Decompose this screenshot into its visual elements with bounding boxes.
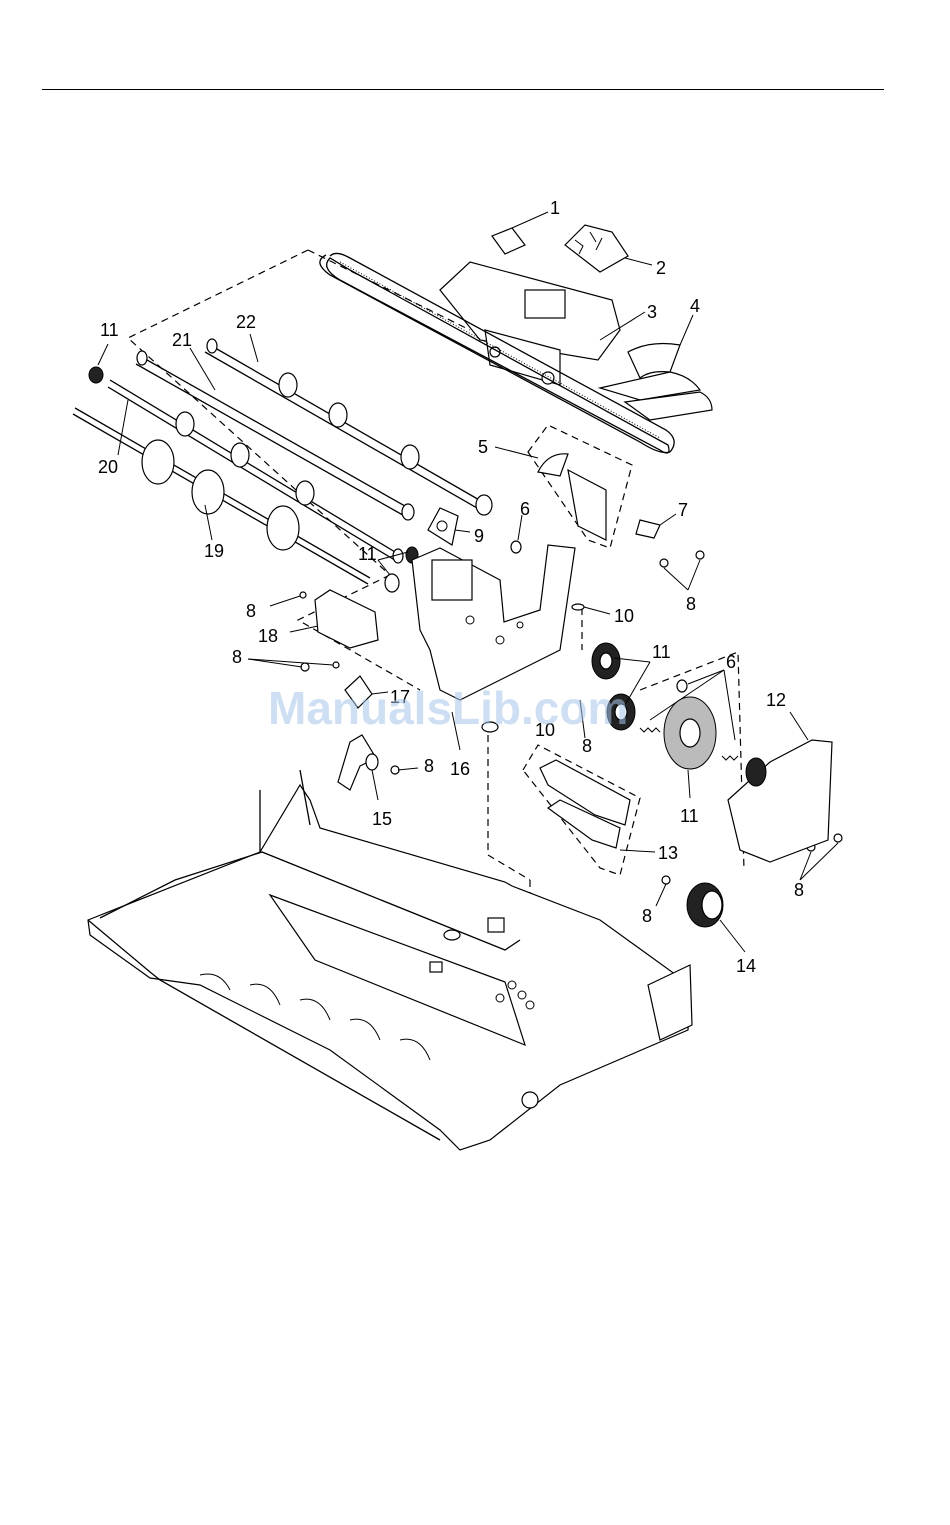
callout-21: 21	[172, 330, 192, 350]
watermark-text: ManualsLib.com	[268, 682, 628, 734]
callout-18: 18	[258, 626, 278, 646]
callout-19: 19	[204, 541, 224, 561]
part-9-bracket	[428, 508, 470, 545]
callout-11-right-lower: 11	[680, 806, 699, 826]
part-11-gear-left	[89, 344, 108, 383]
part-5-lever-assembly	[495, 447, 606, 540]
callout-8-bottom: 8	[642, 906, 652, 926]
callout-16: 16	[450, 759, 470, 779]
callout-8-left-lower: 8	[232, 647, 242, 667]
callout-8-mid: 8	[582, 736, 592, 756]
callout-10-upper: 10	[614, 606, 634, 626]
part-18-bracket	[290, 590, 378, 648]
callout-6-right: 6	[726, 652, 736, 672]
part-21-roller	[136, 348, 414, 520]
callout-3: 3	[647, 302, 657, 322]
part-13-levers	[540, 760, 655, 852]
callout-11-right-upper: 11	[652, 642, 671, 662]
callout-8-bottom-right: 8	[794, 880, 804, 900]
part-22-roller	[205, 334, 492, 515]
callout-20: 20	[98, 457, 118, 477]
callout-12: 12	[766, 690, 786, 710]
part-1-clip	[492, 212, 548, 254]
callout-4: 4	[690, 296, 700, 316]
part-12-side-plate	[728, 712, 832, 862]
callout-22: 22	[236, 312, 256, 332]
callout-1: 1	[550, 198, 560, 218]
callout-2: 2	[656, 258, 666, 278]
part-14-knob-gear	[687, 883, 745, 952]
part-15-release-lever	[338, 735, 378, 800]
callout-15: 15	[372, 809, 392, 829]
callout-8-center: 8	[424, 756, 434, 776]
callout-13: 13	[658, 843, 678, 863]
callout-8-left-upper: 8	[246, 601, 256, 621]
callout-11-mid: 11	[358, 544, 377, 564]
callout-7: 7	[678, 500, 688, 520]
callout-11-left: 11	[100, 320, 119, 340]
callout-8-top-right: 8	[686, 594, 696, 614]
callout-6-upper: 6	[520, 499, 530, 519]
callout-14: 14	[736, 956, 756, 976]
callout-9: 9	[474, 526, 484, 546]
part-7-spring	[636, 514, 676, 538]
part-2-print-head	[565, 225, 652, 272]
callout-5: 5	[478, 437, 488, 457]
